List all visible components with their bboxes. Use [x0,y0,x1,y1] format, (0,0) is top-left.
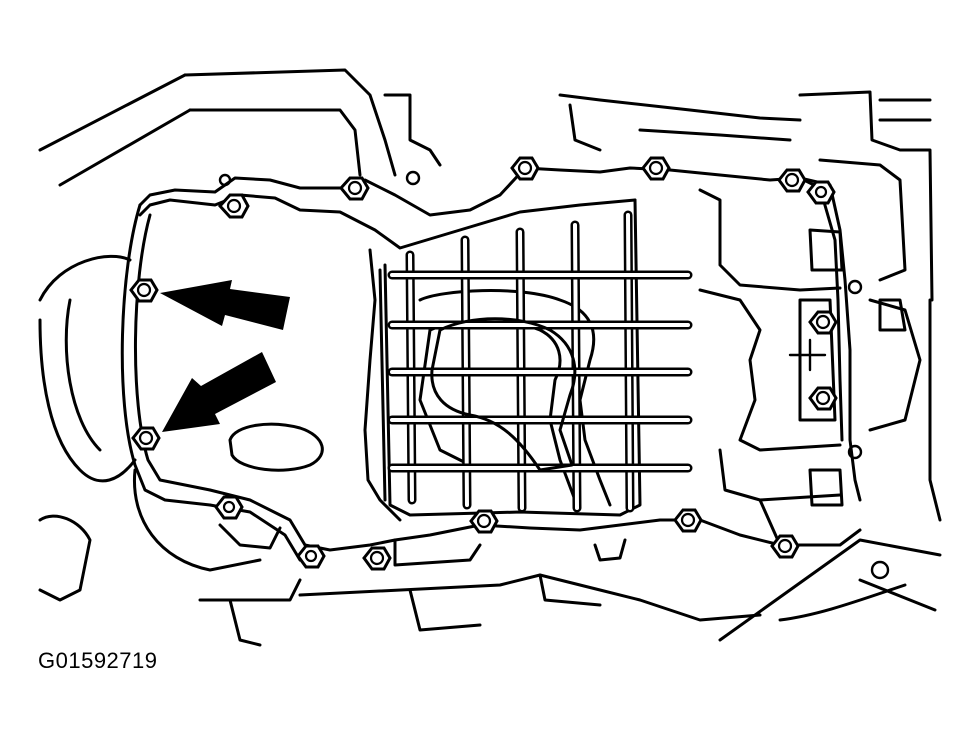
bolt [469,509,499,534]
bolt [808,386,838,411]
baffle-grid [383,198,693,517]
bolt [806,180,836,205]
bolt [296,544,326,569]
bolt [510,156,540,181]
oil-pan-body [228,248,402,522]
left-pointing-arrow-icon [160,280,290,330]
down-left-pointing-arrow-icon [162,352,276,432]
bolt [129,278,159,303]
figure-code: G01592719 [38,648,158,673]
bolt [673,508,703,533]
bolt [362,546,392,571]
bolt [131,426,161,451]
bolt [217,193,250,219]
bolt [777,168,807,193]
engine-outline [38,68,942,647]
mounting-holes [218,170,890,580]
bolt [770,534,800,559]
bolt-group [129,156,838,571]
bolt [808,310,838,335]
bolt [641,156,671,181]
bolt [339,176,370,201]
bolt [214,495,244,520]
